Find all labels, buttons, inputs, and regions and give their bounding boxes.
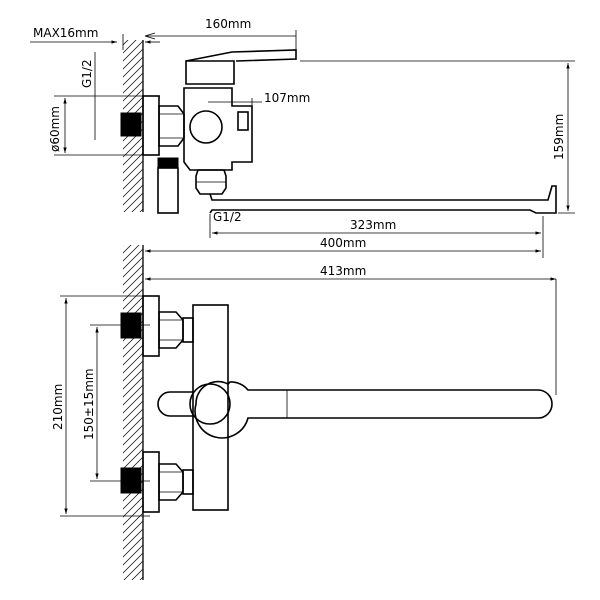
label-total-height: 159mm [552,114,566,160]
label-inlet-thread-top: G1/2 [80,59,94,88]
label-max-spacing: 210mm [51,384,65,430]
wall-seal-top [120,112,142,137]
eccentric-nut-top [158,105,185,147]
eccentric-flange-top [142,95,160,156]
valve-body-side [183,87,253,171]
nut-upper [158,311,184,349]
spout-side [209,185,557,214]
label-spout-length: 323mm [350,218,396,232]
handle-hub-front [189,383,231,425]
connector-seal-lower [157,157,179,169]
wall-seal-upper [120,312,142,339]
spout-nut-side [195,169,227,195]
label-body-width: 107mm [264,91,310,105]
spout-front [194,380,553,439]
valve-body-front [192,304,229,511]
connector-pipe-lower [157,167,179,214]
wall-seal-lower [120,467,142,494]
arm-upper [182,317,194,343]
diverter-knob-side [189,110,223,144]
diverter-stem [237,111,249,131]
label-flange-diameter: ø60mm [48,106,62,152]
flange-lower [142,451,160,513]
label-center-spacing: 150±15mm [82,368,96,440]
label-outlet-thread: G1/2 [213,210,242,224]
label-inlet-to-body: 160mm [205,17,251,31]
arm-lower [182,469,194,495]
wall-section-bottom [123,245,143,580]
front-view: 413mm 210mm 150±15mm [51,245,557,580]
flange-upper [142,295,160,357]
handle-cap-side [185,60,235,85]
side-view: MAX16mm 160mm G1/2 ø60mm [30,17,575,258]
label-projection-400: 400mm [320,236,366,250]
label-wall-thickness: MAX16mm [33,26,98,40]
nut-lower [158,463,184,501]
handle-lever-side [185,49,297,62]
diverter-knob-front [157,391,193,417]
label-projection-413: 413mm [320,264,366,278]
